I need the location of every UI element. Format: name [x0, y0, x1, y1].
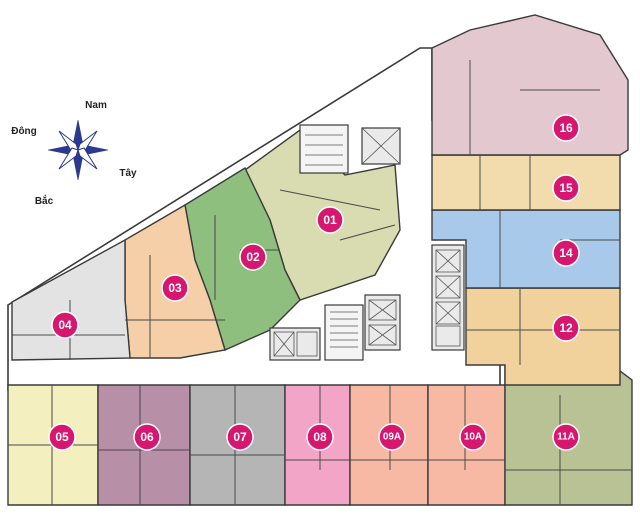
elevator-core-left: [269, 327, 321, 361]
svg-text:08: 08: [313, 430, 327, 444]
unit-04[interactable]: [11, 238, 131, 361]
partition-wall: [339, 224, 396, 241]
unit-16[interactable]: [431, 14, 629, 156]
badge-unit-04[interactable]: 04: [51, 311, 79, 339]
badge-unit-08[interactable]: 08: [306, 423, 334, 451]
svg-text:05: 05: [55, 430, 69, 444]
compass-label-bac: Bắc: [35, 194, 54, 207]
compass-label-tay: Tây: [119, 168, 137, 179]
svg-text:12: 12: [559, 321, 573, 335]
stair-core-center: [324, 304, 364, 361]
badge-unit-05[interactable]: 05: [48, 423, 76, 451]
badge-unit-15[interactable]: 15: [552, 174, 580, 202]
svg-text:03: 03: [168, 281, 182, 295]
compass-rose-icon: [47, 119, 109, 181]
svg-text:16: 16: [559, 121, 573, 135]
svg-text:06: 06: [140, 430, 154, 444]
svg-text:02: 02: [246, 250, 260, 264]
svg-text:07: 07: [233, 430, 247, 444]
badge-unit-12[interactable]: 12: [552, 314, 580, 342]
elevator-core-right: [431, 244, 465, 351]
badge-unit-16[interactable]: 16: [552, 114, 580, 142]
badge-unit-10a[interactable]: 10A: [459, 423, 487, 451]
badge-unit-14[interactable]: 14: [552, 239, 580, 267]
svg-text:01: 01: [323, 213, 337, 227]
compass-label-dong: Đông: [11, 126, 37, 137]
badge-unit-03[interactable]: 03: [161, 274, 189, 302]
badge-unit-02[interactable]: 02: [239, 243, 267, 271]
svg-text:04: 04: [58, 318, 72, 332]
svg-text:10A: 10A: [464, 432, 482, 443]
elevator-core-center: [364, 294, 401, 351]
svg-text:09A: 09A: [383, 432, 401, 443]
badge-unit-09a[interactable]: 09A: [378, 423, 406, 451]
unit-15[interactable]: [431, 154, 621, 211]
svg-text:11A: 11A: [557, 432, 575, 443]
compass-label-nam: Nam: [85, 100, 107, 111]
badge-unit-06[interactable]: 06: [133, 423, 161, 451]
partition-wall: [279, 189, 381, 211]
badge-unit-11a[interactable]: 11A: [552, 423, 580, 451]
badge-unit-01[interactable]: 01: [316, 206, 344, 234]
stair-core-top: [299, 124, 401, 174]
svg-text:14: 14: [559, 246, 573, 260]
badge-unit-07[interactable]: 07: [226, 423, 254, 451]
svg-text:15: 15: [559, 181, 573, 195]
